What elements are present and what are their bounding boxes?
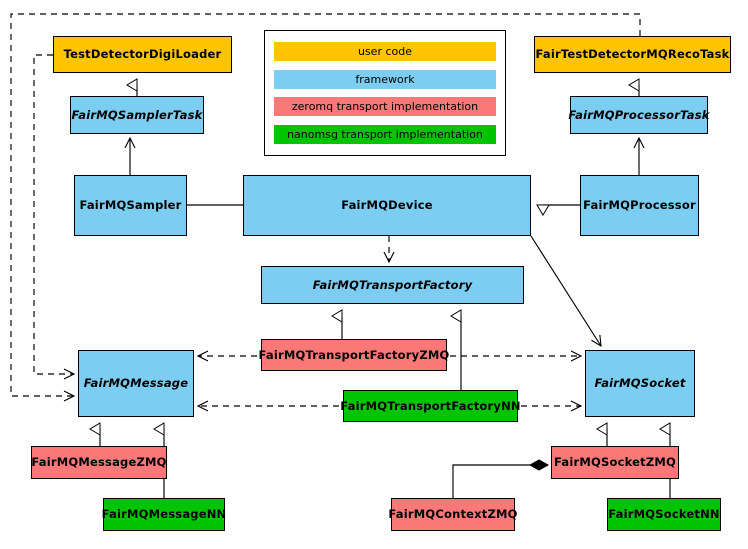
legend-label-zeromq: zeromq transport implementation: [291, 100, 479, 114]
class-node-FairMQSamplerTask[interactable]: FairMQSamplerTask: [70, 96, 204, 134]
class-node-FairMQSocketNN[interactable]: FairMQSocketNN: [607, 498, 721, 531]
legend-item-user-code: user code: [274, 42, 496, 62]
class-node-FairMQMessage[interactable]: FairMQMessage: [78, 350, 194, 417]
legend-label-nanomsg: nanomsg transport implementation: [287, 127, 483, 141]
class-node-FairMQSampler[interactable]: FairMQSampler: [74, 175, 187, 236]
class-node-FairMQTransportFactory[interactable]: FairMQTransportFactory: [261, 266, 524, 304]
legend-item-framework: framework: [274, 69, 496, 89]
legend-item-zeromq: zeromq transport implementation: [274, 97, 496, 117]
class-node-FairTestDetectorMQRecoTask[interactable]: FairTestDetectorMQRecoTask: [534, 36, 731, 73]
class-node-FairMQProcessor[interactable]: FairMQProcessor: [580, 175, 699, 236]
class-node-TestDetectorDigiLoader[interactable]: TestDetectorDigiLoader: [53, 36, 232, 73]
class-node-FairMQDevice[interactable]: FairMQDevice: [243, 175, 531, 236]
class-node-FairMQSocket[interactable]: FairMQSocket: [585, 350, 695, 417]
class-node-FairMQTransportFactoryZMQ[interactable]: FairMQTransportFactoryZMQ: [259, 339, 449, 371]
class-node-FairMQTransportFactoryNN[interactable]: FairMQTransportFactoryNN: [340, 390, 521, 422]
class-node-FairMQProcessorTask[interactable]: FairMQProcessorTask: [568, 96, 709, 134]
class-node-FairMQMessageZMQ[interactable]: FairMQMessageZMQ: [31, 446, 167, 479]
legend-label-framework: framework: [355, 72, 415, 86]
legend-label-user-code: user code: [357, 45, 413, 59]
edge-device-to-socket: [530, 235, 601, 346]
legend-box: user code framework zeromq transport imp…: [264, 30, 506, 156]
class-node-FairMQSocketZMQ[interactable]: FairMQSocketZMQ: [551, 446, 679, 479]
class-node-FairMQContextZMQ[interactable]: FairMQContextZMQ: [388, 498, 517, 531]
edge-contextzmq-to-socketzmq: [452, 465, 548, 498]
legend-item-nanomsg: nanomsg transport implementation: [274, 124, 496, 144]
edge-digiloader-to-message: [33, 54, 74, 374]
class-node-FairMQMessageNN[interactable]: FairMQMessageNN: [102, 498, 226, 531]
